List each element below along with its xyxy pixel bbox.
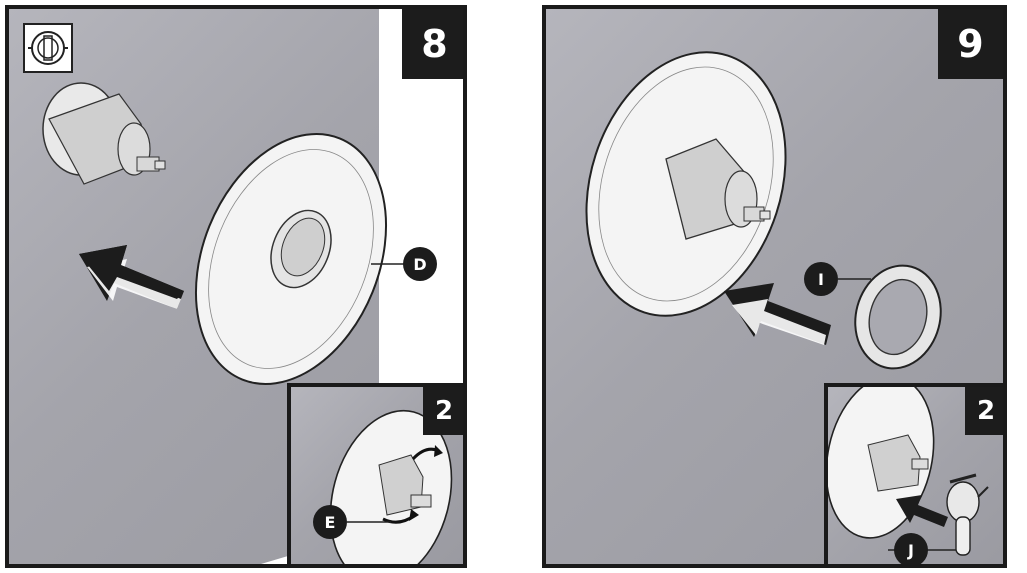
ring-nut <box>854 264 942 370</box>
callout-d: D <box>403 247 437 281</box>
step-9-panel: 9 I 2 J <box>542 5 1007 568</box>
step-8-inset: 2 E <box>287 383 463 564</box>
step-9-illustration <box>585 51 942 370</box>
step-number-badge: 8 <box>402 9 463 79</box>
step-9-inset: 2 J <box>824 383 1003 564</box>
callout-e: E <box>313 505 347 539</box>
valve-icon <box>23 23 73 73</box>
callout-j: J <box>894 533 928 564</box>
callout-i: I <box>804 262 838 296</box>
push-arrow <box>79 245 184 309</box>
handle <box>946 473 989 556</box>
step-8-illustration <box>42 82 404 385</box>
trim-plate <box>194 133 388 385</box>
push-arrow <box>724 283 831 345</box>
step-8-panel: 8 D 2 E <box>5 5 467 568</box>
installed-trim-plate <box>585 51 787 317</box>
inset-step-badge: 2 <box>423 387 463 435</box>
step-number-badge: 9 <box>938 9 1003 79</box>
inset-step-badge: 2 <box>965 387 1003 435</box>
